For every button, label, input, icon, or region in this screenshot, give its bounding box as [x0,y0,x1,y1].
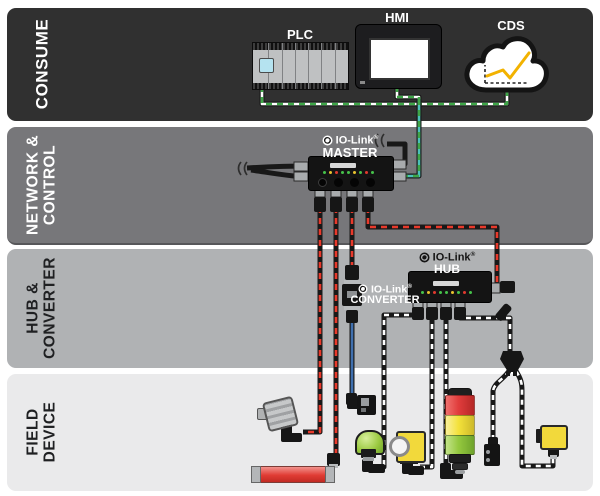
band-hub-converter [7,249,593,368]
master-status-leds [323,171,326,174]
block-sensor [484,444,500,466]
plc-device [252,42,349,90]
iolink-master-device [308,156,394,191]
plc-label: PLC [287,27,313,42]
converter-label: CONVERTER [350,294,420,306]
stack-light [445,388,475,478]
hmi-device [355,24,442,89]
hmi-label: HMI [385,10,409,25]
master-label: MASTER [322,145,378,160]
stack-light-green-segment [445,435,475,455]
hmi-screen [369,38,430,80]
stack-light-yellow-segment [445,415,475,436]
plc-screen [259,58,274,73]
stack-light-red-segment [445,395,475,416]
band-label-consume: CONSUME [32,18,52,110]
band-label-hub-converter: HUB &CONVERTER [24,257,59,359]
photoelectric-sensor-rect [540,425,568,450]
cds-label: CDS [497,18,525,33]
band-label-network-control: NETWORK &CONTROL [24,134,59,236]
vision-mini-sensor [357,395,376,415]
io-link-logo-icon [358,284,368,294]
sensor-lens [361,398,369,406]
linear-position-sensor [251,466,335,483]
master-port-leds [318,178,327,187]
sensor-lens [389,436,410,457]
master-device-label [330,163,356,168]
hub-label: HUB [434,262,460,276]
